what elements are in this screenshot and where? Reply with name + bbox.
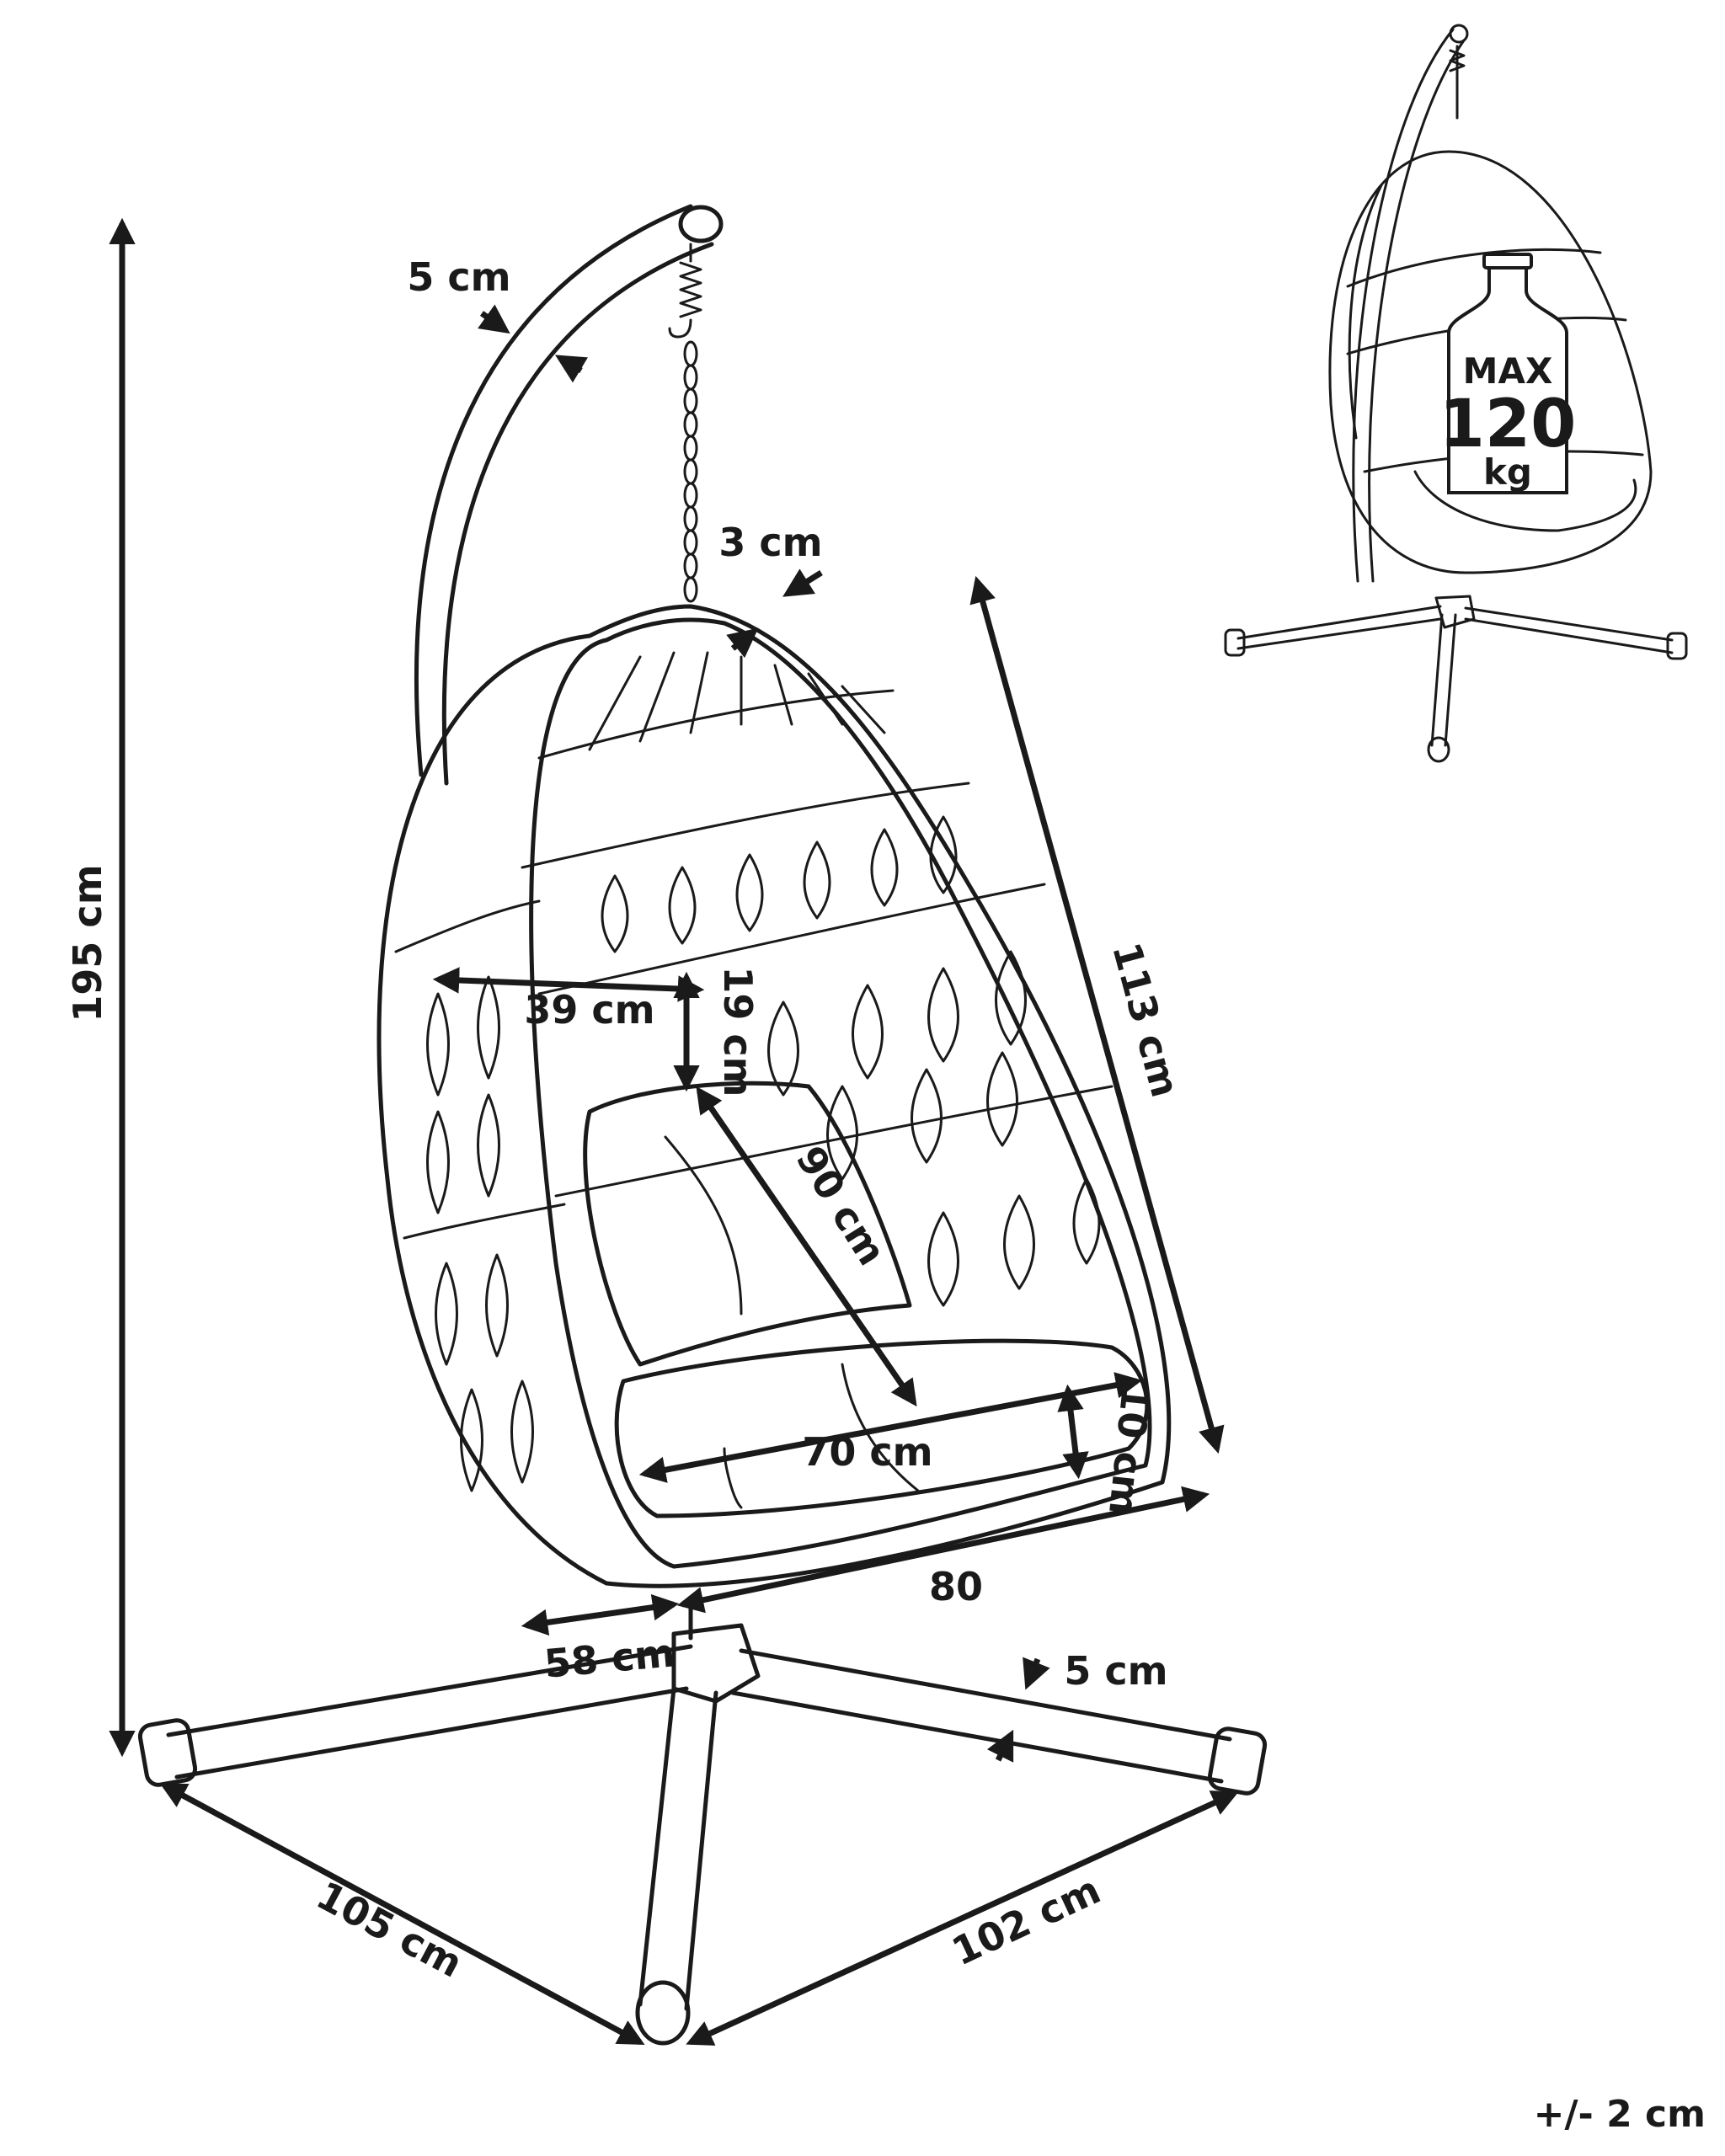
max-load-label: MAX	[1463, 350, 1553, 392]
tolerance-note: +/- 2 cm	[1534, 2093, 1706, 2136]
max-load-value: 120	[1439, 387, 1577, 462]
inset-chair-thumbnail: MAX 120 kg	[1224, 24, 1688, 763]
chair-depth-label: 58 cm	[542, 1630, 676, 1686]
base-left-label: 105 cm	[309, 1872, 470, 1987]
max-load-weight-icon: MAX 120 kg	[1439, 253, 1577, 494]
chair-width-label: 80	[929, 1564, 983, 1609]
seat-back-width-label: 39 cm	[524, 987, 654, 1033]
seat-back-depth-label: 19 cm	[715, 966, 761, 1097]
chair-height-dimension-line	[969, 575, 1225, 1454]
dimension-labels: 195 cm 5 cm 3 cm 113 cm 39 cm 19 cm 90 c…	[65, 254, 1188, 1987]
cushion-thickness-label: 10 cm	[1100, 1383, 1159, 1518]
base-right-label: 102 cm	[945, 1866, 1108, 1974]
chain	[683, 340, 698, 603]
dimension-lines	[109, 217, 1239, 2046]
frame-thickness-label: 3 cm	[718, 520, 822, 565]
height-label: 195 cm	[65, 864, 110, 1022]
seat-width-label: 70 cm	[802, 1429, 932, 1475]
leg-thickness-label: 5 cm	[1064, 1648, 1167, 1694]
max-load-unit: kg	[1483, 451, 1532, 493]
main-chair-drawing	[137, 204, 1268, 2046]
backrest-height-label: 90 cm	[788, 1138, 895, 1273]
weave-pattern	[426, 651, 1101, 1492]
pole-thickness-label: 5 cm	[407, 254, 510, 300]
